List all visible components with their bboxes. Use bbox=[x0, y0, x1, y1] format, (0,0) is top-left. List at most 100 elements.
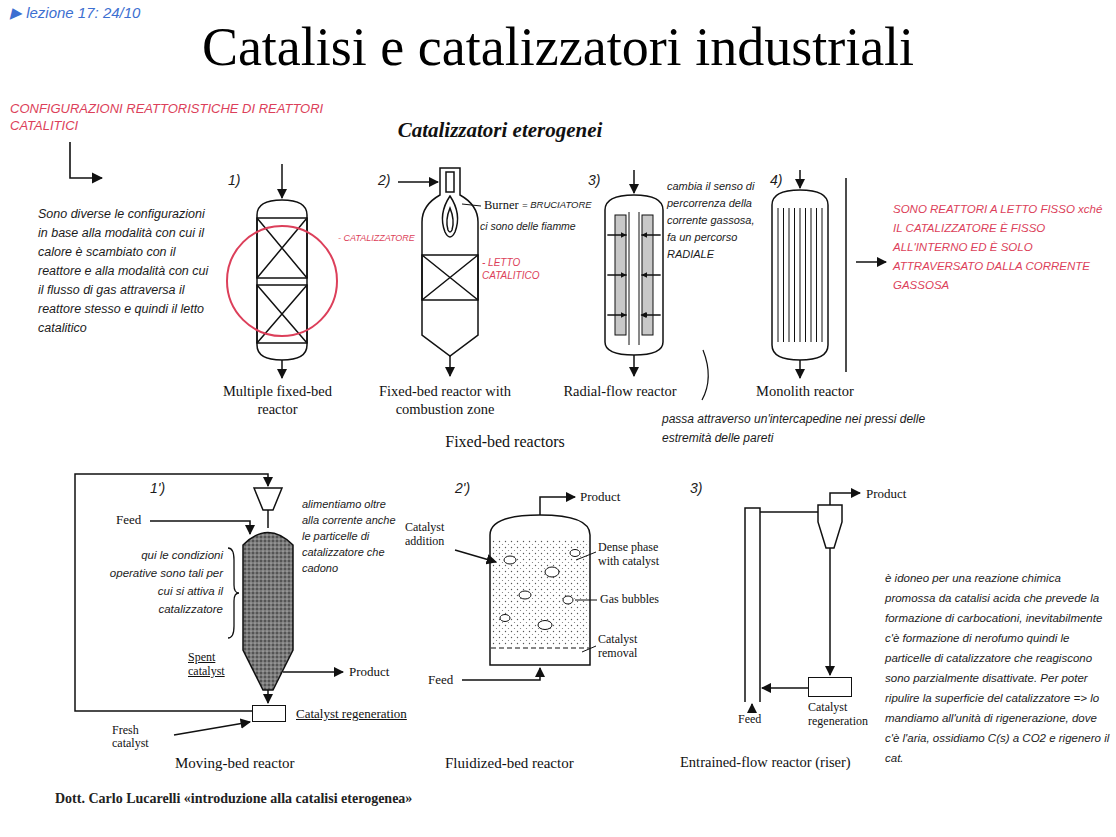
fluidized-bed-reactor bbox=[490, 515, 590, 665]
reactor-caption: Multiple fixed-bed reactor bbox=[205, 382, 350, 418]
monolith-reactor bbox=[772, 190, 828, 360]
bracket bbox=[845, 178, 847, 372]
handwritten-note: passa attraverso un'intercapedine nei pr… bbox=[662, 412, 925, 445]
reactor-caption: Moving-bed reactor bbox=[175, 755, 295, 771]
handwritten-note: = BRUCIATORE bbox=[522, 199, 592, 210]
riser-reactor bbox=[760, 511, 818, 513]
stream-label: Spent catalyst bbox=[188, 650, 225, 678]
combustion-fixed-bed-reactor bbox=[422, 255, 478, 300]
fluidized-bed-reactor bbox=[570, 550, 580, 557]
subtitle: Catalizzatori eterogenei bbox=[300, 118, 700, 143]
regeneration-box bbox=[252, 705, 286, 722]
handwritten-note: è idoneo per una reazione chimica promos… bbox=[780, 568, 1110, 774]
fluidized-bed-reactor bbox=[576, 552, 596, 560]
stream-label: Feed bbox=[116, 512, 141, 528]
callout-number: 4) bbox=[770, 172, 782, 188]
combustion-fixed-bed-reactor bbox=[422, 255, 478, 300]
part-label: Gas bubbles bbox=[600, 592, 659, 606]
fluidized-bed-reactor bbox=[455, 550, 496, 562]
stream-label: Product bbox=[349, 664, 389, 680]
annotation-arrow bbox=[70, 142, 102, 178]
reactor-caption: Radial-flow reactor bbox=[563, 383, 676, 399]
moving-bed-reactor bbox=[75, 474, 343, 735]
moving-bed-reactor bbox=[267, 690, 269, 703]
callout-number: 3) bbox=[588, 172, 600, 189]
highlight-circle bbox=[227, 226, 337, 336]
stream-label: Product bbox=[349, 664, 389, 679]
reactor-caption: Fluidized-bed reactor bbox=[445, 754, 574, 772]
riser-reactor bbox=[830, 493, 860, 505]
fluidized-bed-reactor bbox=[575, 600, 597, 601]
group-caption: Fixed-bed reactors bbox=[445, 433, 565, 450]
handwritten-note: = BRUCIATORE bbox=[522, 199, 592, 210]
radial-flow-reactor bbox=[642, 315, 660, 316]
reactor-caption: Entrained-flow reactor (riser) bbox=[680, 754, 851, 770]
callout-number: 3) bbox=[588, 172, 600, 188]
handwritten-note: SONO REATTORI A LETTO FISSO xché IL CATA… bbox=[893, 200, 1108, 295]
bracket bbox=[856, 261, 886, 263]
handwritten-note: SONO REATTORI A LETTO FISSO xché IL CATA… bbox=[893, 203, 1102, 291]
handwritten-note: Sono diverse le configurazioni in base a… bbox=[38, 207, 208, 335]
stream-label: Feed bbox=[428, 672, 453, 688]
handwritten-note: - CATALIZZATORE bbox=[338, 232, 420, 244]
callout-number: 4) bbox=[770, 172, 782, 189]
callout-number: 2) bbox=[378, 172, 390, 189]
fluidized-bed-reactor bbox=[500, 615, 510, 622]
stream-label: Spent catalyst bbox=[188, 650, 242, 678]
handwritten-note: ci sono delle fiamme bbox=[480, 220, 576, 232]
riser-reactor bbox=[762, 687, 808, 689]
fluidized-bed-reactor bbox=[519, 591, 531, 599]
part-label: Burner bbox=[484, 198, 519, 213]
handwritten-note: - CATALIZZATORE bbox=[338, 233, 415, 243]
radial-flow-reactor bbox=[629, 212, 630, 345]
unit-label: Catalyst regeneration bbox=[296, 706, 407, 721]
fluidized-bed-reactor bbox=[545, 567, 559, 577]
stream-label: Product bbox=[580, 489, 620, 505]
combustion-fixed-bed-reactor bbox=[449, 356, 451, 376]
fluidized-bed-reactor bbox=[582, 646, 596, 652]
moving-bed-reactor bbox=[174, 722, 250, 735]
stream-label: Fresh catalyst bbox=[112, 723, 149, 750]
moving-bed-reactor bbox=[228, 548, 239, 638]
handwritten-note: è idoneo per una reazione chimica promos… bbox=[885, 572, 1109, 764]
reactor-caption: Entrained-flow reactor (riser) bbox=[680, 754, 851, 771]
radial-flow-reactor bbox=[633, 355, 635, 376]
handwritten-note: cambia il senso di percorrenza della cor… bbox=[667, 178, 755, 263]
stream-label: Product bbox=[866, 486, 906, 502]
radial-flow-reactor bbox=[605, 195, 663, 355]
radial-flow-reactor bbox=[642, 235, 660, 236]
monolith-reactor bbox=[799, 360, 801, 378]
combustion-fixed-bed-reactor bbox=[446, 172, 454, 192]
radial-flow-reactor bbox=[702, 350, 708, 400]
bracket bbox=[846, 178, 886, 372]
callout-number: 1') bbox=[150, 480, 165, 496]
callout-number: 3) bbox=[690, 480, 702, 496]
stream-label: Fresh catalyst bbox=[112, 724, 172, 750]
reactor-caption: Radial-flow reactor bbox=[545, 382, 695, 400]
stream-label: Catalyst removal bbox=[598, 632, 637, 660]
multiple-fixed-bed-reactor bbox=[257, 164, 307, 378]
stream-label: Catalyst addition bbox=[405, 520, 444, 548]
combustion-fixed-bed-reactor bbox=[398, 181, 438, 183]
combustion-fixed-bed-reactor bbox=[442, 196, 457, 237]
multiple-fixed-bed-reactor bbox=[281, 164, 283, 198]
fluidized-bed-reactor bbox=[462, 668, 540, 680]
section-note: CONFIGURAZIONI REATTORISTICHE DI REATTOR… bbox=[10, 101, 323, 133]
multiple-fixed-bed-reactor bbox=[281, 360, 283, 378]
multiple-fixed-bed-reactor bbox=[257, 285, 307, 343]
handwritten-note: cambia il senso di percorrenza della cor… bbox=[667, 180, 754, 260]
callout-number: 2) bbox=[378, 172, 390, 188]
fluidized-bed-reactor bbox=[455, 497, 597, 680]
reactor-caption: Monolith reactor bbox=[756, 383, 854, 399]
handwritten-note: ci sono delle fiamme bbox=[480, 220, 576, 233]
radial-flow-reactor bbox=[642, 275, 660, 276]
reactor-caption: Fixed-bed reactor with combustion zone bbox=[379, 383, 511, 417]
stream-label: Feed bbox=[428, 672, 453, 687]
multiple-fixed-bed-reactor bbox=[257, 285, 307, 343]
group-caption: Fixed-bed reactors bbox=[420, 432, 590, 451]
combustion-fixed-bed-reactor bbox=[398, 168, 481, 376]
reactor-caption: Fluidized-bed reactor bbox=[445, 755, 574, 771]
regeneration-box bbox=[808, 677, 852, 697]
annotation-arrow bbox=[70, 142, 102, 178]
riser-reactor bbox=[745, 493, 860, 711]
